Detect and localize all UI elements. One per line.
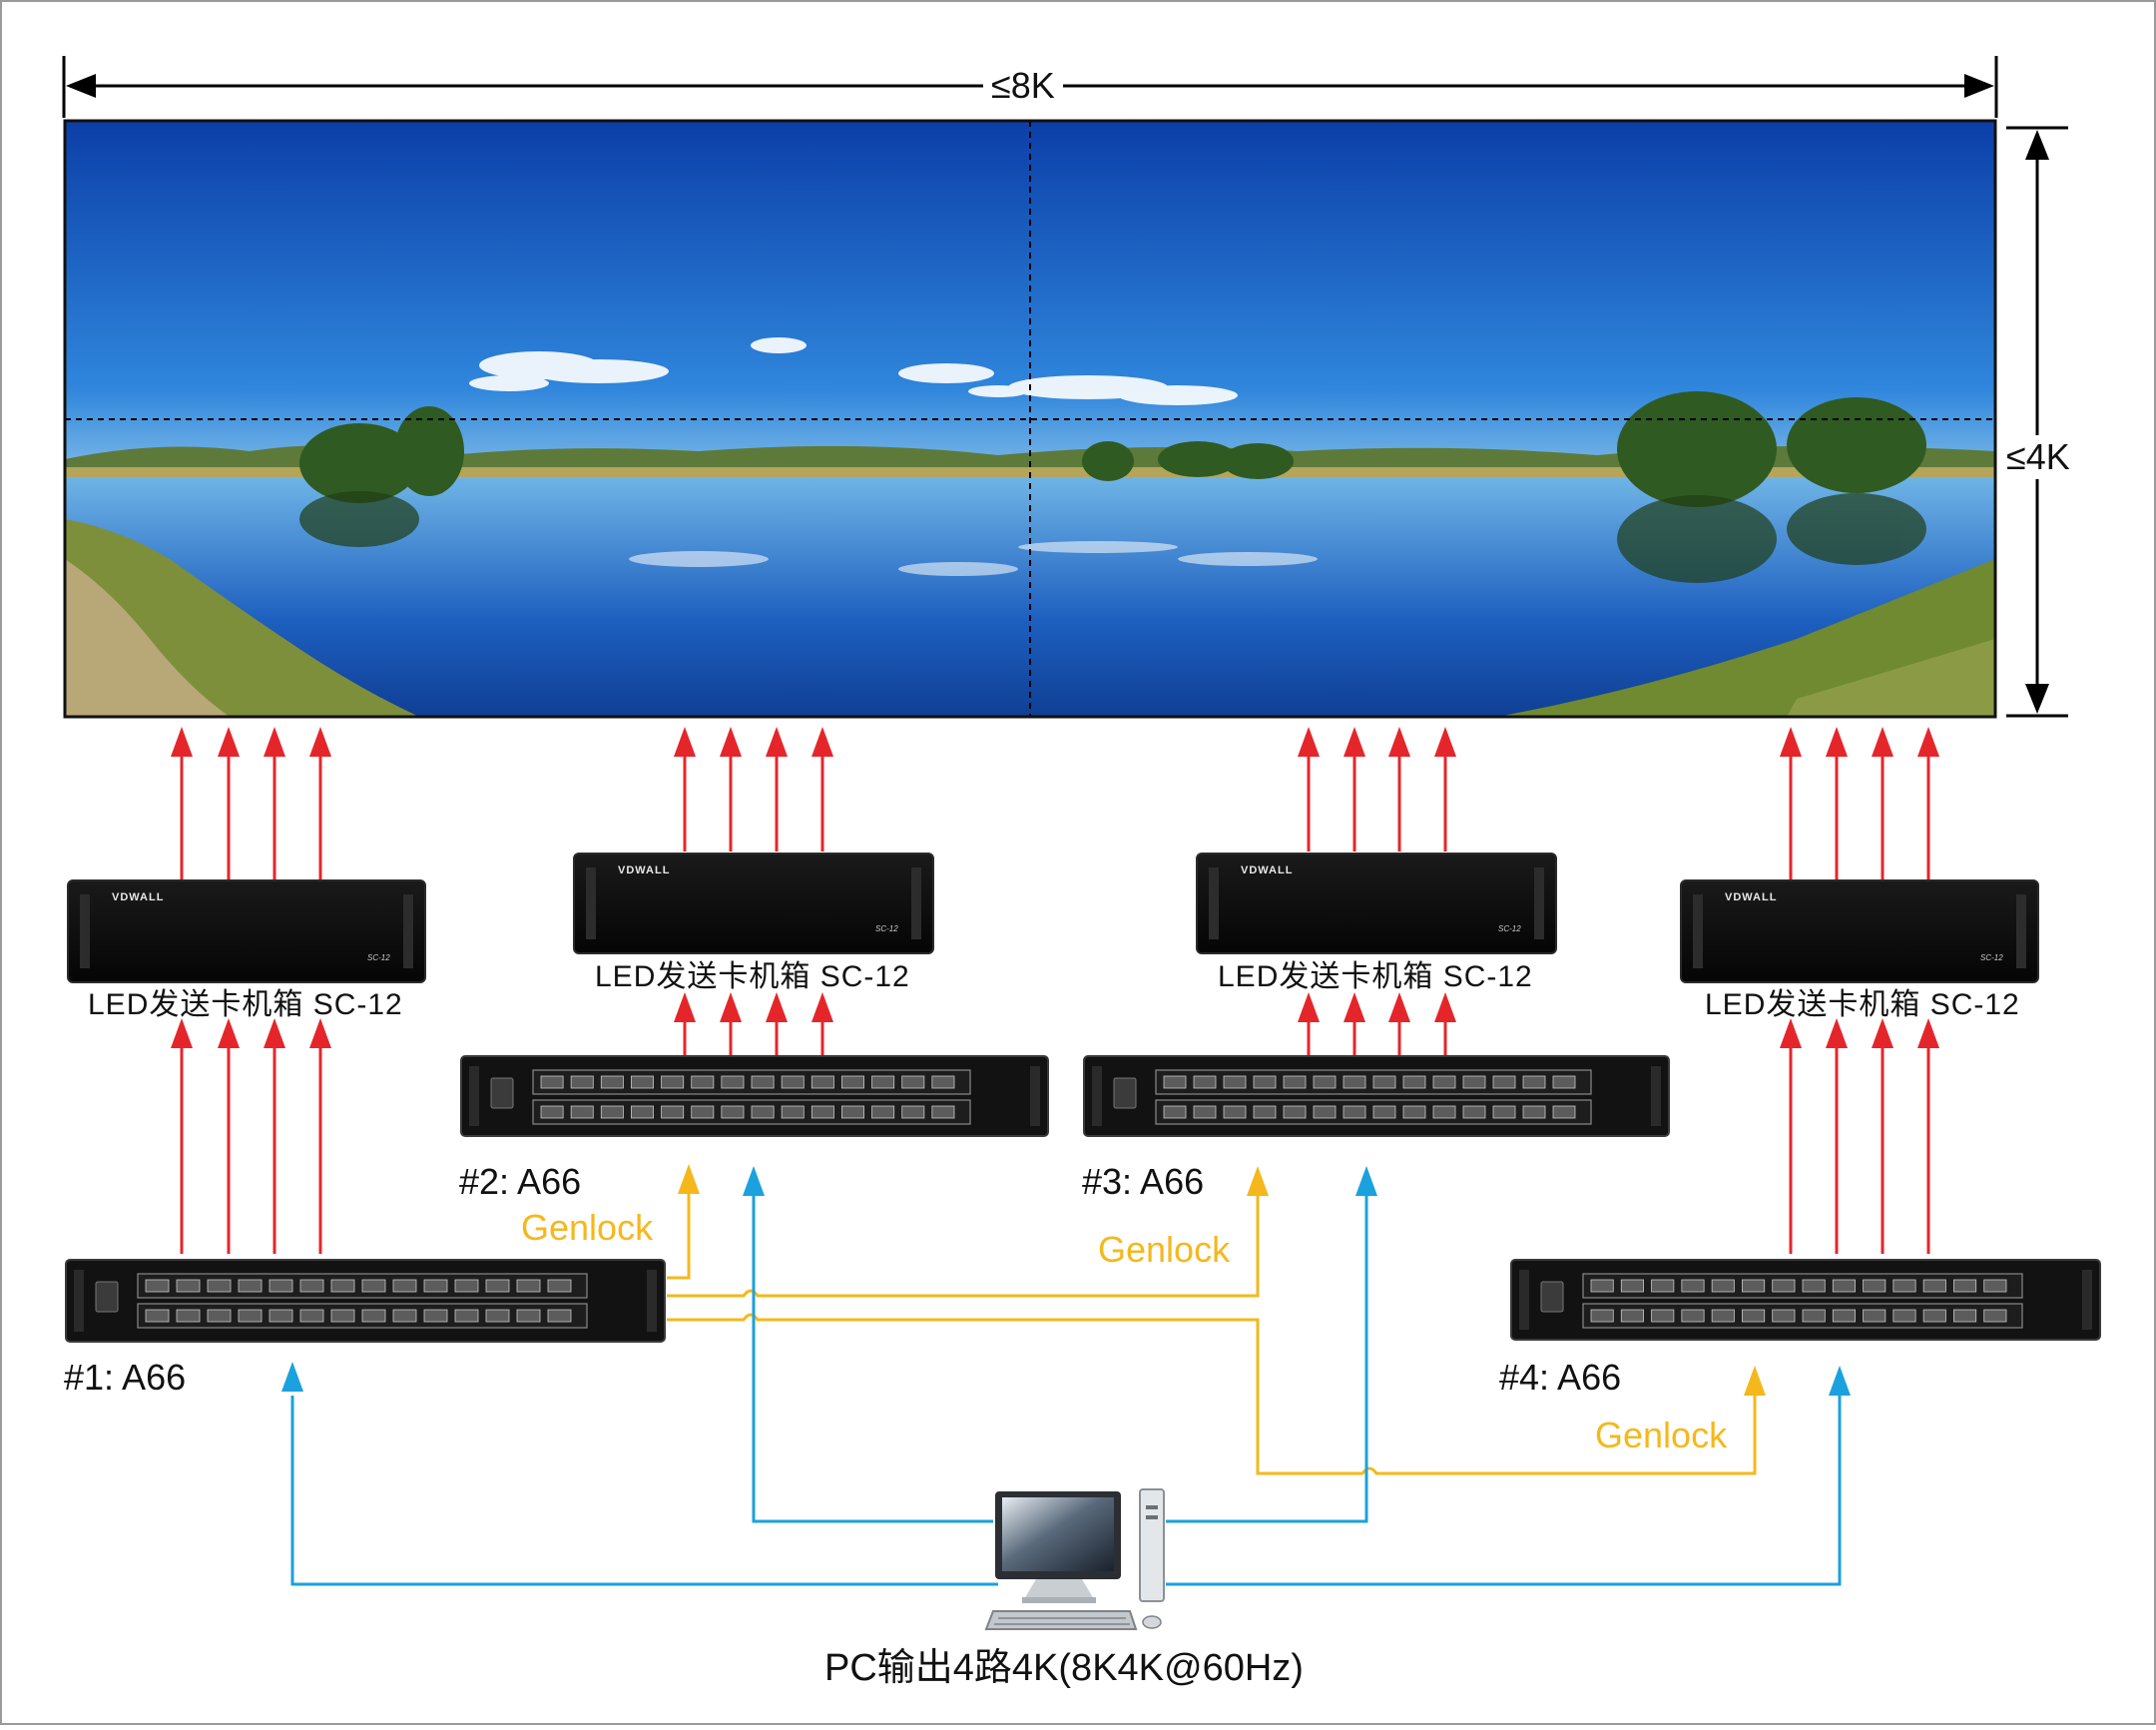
sender-model: SC-12	[1498, 924, 1521, 933]
signal-arrow	[1388, 992, 1410, 1058]
signal-arrow	[720, 992, 742, 1058]
sender-model: SC-12	[367, 953, 390, 962]
signal-arrow	[264, 1018, 285, 1254]
signal-arrow	[766, 727, 788, 852]
sender-box: VDWALL SC-12	[67, 879, 426, 983]
sender-brand: VDWALL	[1725, 891, 1777, 903]
signal-arrow	[218, 1018, 240, 1254]
a66-processor	[65, 1259, 666, 1343]
signal-arrow	[1872, 727, 1893, 880]
sender-caption: LED发送卡机箱 SC-12	[1218, 960, 1533, 993]
signal-arrow	[309, 727, 331, 880]
video-arrowheads	[281, 1166, 1851, 1396]
signal-arrow	[766, 992, 788, 1058]
sender-box: VDWALL SC-12	[1680, 879, 2039, 983]
a66-processor	[1510, 1259, 2101, 1341]
a66-processor	[460, 1055, 1049, 1137]
signal-arrow	[1434, 727, 1456, 852]
genlock-lines	[667, 1178, 1757, 1475]
sender-model: SC-12	[1980, 953, 2003, 962]
genlock-label: Genlock	[1595, 1415, 1728, 1455]
pc-tower-icon	[1139, 1488, 1165, 1602]
signal-arrow	[674, 992, 696, 1058]
processor-label: #3: A66	[1082, 1161, 1205, 1202]
sender-brand: VDWALL	[1241, 865, 1293, 876]
pc-workstation	[984, 1488, 1165, 1630]
sender-caption: LED发送卡机箱 SC-12	[1705, 988, 2020, 1021]
signal-arrow	[171, 1018, 193, 1254]
signal-arrow	[1298, 992, 1320, 1058]
led-wall-image	[63, 119, 1997, 719]
clouds	[469, 337, 1238, 405]
signal-arrow	[1872, 1018, 1893, 1254]
height-dimension	[2006, 126, 2068, 718]
signal-arrow	[1917, 1018, 1939, 1254]
signal-arrow	[1826, 1018, 1848, 1254]
sender-brand: VDWALL	[618, 865, 670, 876]
sender-brand: VDWALL	[112, 891, 164, 903]
width-label: ≤8K	[983, 68, 1063, 104]
signal-arrow	[1344, 727, 1365, 852]
signal-arrow	[1780, 727, 1802, 880]
pc-caption: PC输出4路4K(8K4K@60Hz)	[824, 1647, 1304, 1689]
mouse-icon	[1142, 1615, 1162, 1629]
signal-arrow	[1388, 727, 1410, 852]
signal-arrow	[309, 1018, 331, 1254]
signal-arrow	[811, 727, 833, 852]
video-lines	[290, 1180, 1842, 1586]
sender-model: SC-12	[875, 924, 898, 933]
led-signal-arrows	[171, 727, 1939, 1254]
processor-label: #4: A66	[1499, 1357, 1622, 1398]
signal-arrow	[1344, 992, 1365, 1058]
signal-arrow	[218, 727, 240, 880]
signal-arrow	[1434, 992, 1456, 1058]
signal-arrow	[1298, 727, 1320, 852]
height-label: ≤4K	[2002, 435, 2074, 479]
signal-arrow	[1917, 727, 1939, 880]
a66-processor	[1083, 1055, 1670, 1137]
processors	[65, 1055, 2101, 1343]
signal-arrow	[720, 727, 742, 852]
genlock-label: Genlock	[521, 1207, 654, 1248]
genlock-label: Genlock	[1098, 1229, 1231, 1270]
sender-caption: LED发送卡机箱 SC-12	[88, 988, 403, 1021]
genlock-arrowheads	[678, 1164, 1766, 1396]
sender-caption: LED发送卡机箱 SC-12	[595, 960, 910, 993]
keyboard-icon	[984, 1610, 1138, 1630]
signal-arrow	[674, 727, 696, 852]
sender-box: VDWALL SC-12	[573, 853, 934, 954]
processor-label: #2: A66	[459, 1161, 582, 1202]
signal-arrow	[171, 727, 193, 880]
sender-box: VDWALL SC-12	[1196, 853, 1557, 954]
signal-arrow	[1826, 727, 1848, 880]
pc-monitor-icon	[995, 1491, 1121, 1603]
signal-arrow	[811, 992, 833, 1058]
signal-arrow	[264, 727, 285, 880]
signal-arrow	[1780, 1018, 1802, 1254]
processor-label: #1: A66	[64, 1357, 187, 1398]
sender-boxes: VDWALL SC-12 VDWALL SC-12 VDWALL SC-12 VDWALL S…	[67, 853, 2039, 983]
